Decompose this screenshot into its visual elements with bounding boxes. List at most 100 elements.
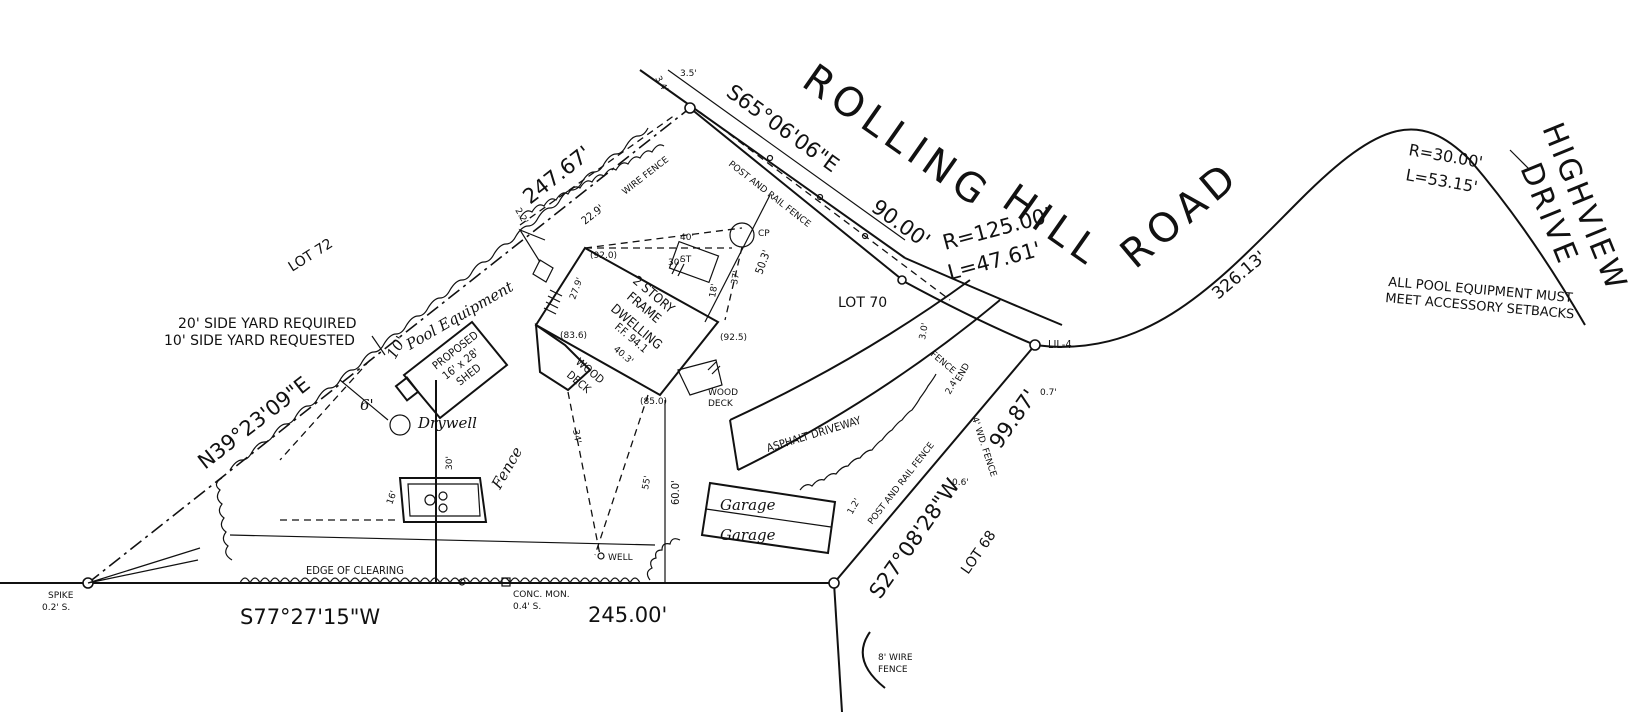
west-boundary-line bbox=[87, 107, 691, 584]
tree-line-top-north bbox=[519, 144, 665, 219]
dwelling bbox=[518, 194, 771, 583]
proposed-shed bbox=[389, 320, 509, 436]
tree-line-south bbox=[239, 577, 641, 585]
driveway-edge-lower bbox=[737, 299, 1001, 471]
tree-line-west-interior bbox=[215, 477, 233, 561]
edge-clearing-label: EDGE OF CLEARING bbox=[306, 564, 404, 577]
dim-18-label: 18' bbox=[708, 283, 720, 298]
dim-3-4-label: 3.4' bbox=[652, 75, 669, 95]
road-edge-upper bbox=[639, 69, 906, 259]
dim-40-label: 40' bbox=[680, 233, 694, 243]
well-point bbox=[597, 552, 605, 560]
dwelling-wing bbox=[518, 228, 546, 263]
road-edge-far bbox=[667, 69, 906, 241]
pool-circle bbox=[424, 494, 436, 506]
dim-60-label: 60.0' bbox=[669, 480, 682, 505]
clearing-line bbox=[229, 534, 656, 546]
lot-68: LOT 68 bbox=[958, 528, 999, 577]
wood-deck-2-outline bbox=[677, 359, 723, 396]
dim-cp-down bbox=[724, 246, 743, 321]
bearing-front-dist: 90.00' bbox=[867, 195, 934, 253]
east-boundary-line bbox=[833, 344, 1036, 584]
dwelling-notch-1 bbox=[532, 259, 554, 283]
dim-40 bbox=[584, 227, 743, 249]
dim-30b-label: 30' bbox=[445, 456, 455, 470]
tree-line-garage-south bbox=[646, 538, 681, 581]
conc-mon-label: CONC. MON. bbox=[513, 590, 570, 600]
pool-circle-3 bbox=[438, 503, 448, 513]
elev-85-0: (85.0) bbox=[640, 397, 667, 407]
dim-16-label: 16' bbox=[385, 490, 399, 507]
pool-inner bbox=[407, 483, 481, 517]
dim-3-0-label: 3.0' bbox=[918, 322, 931, 340]
elev-92-5: (92.5) bbox=[720, 333, 747, 343]
elev-83-6: (83.6) bbox=[560, 331, 587, 341]
wood-deck-1-outline bbox=[534, 322, 592, 392]
dim-22-9: 22.9' bbox=[579, 202, 607, 227]
dim-34 bbox=[567, 391, 601, 556]
dim-2-2-label: 2.2' bbox=[512, 207, 529, 227]
post-rail-fence-front bbox=[699, 111, 951, 301]
conc-mon-offset: 0.4' S. bbox=[513, 602, 541, 612]
road-edge-upper-arc bbox=[904, 257, 1063, 326]
dim-1-2-label: 1.2' bbox=[846, 497, 863, 517]
curve-length: L=53.15' bbox=[1404, 165, 1479, 196]
arc-point bbox=[897, 275, 907, 285]
shed-outline bbox=[402, 320, 509, 420]
dim-27-9-label: 27.9' bbox=[568, 276, 585, 301]
dim-50 bbox=[704, 194, 771, 323]
lot68-line bbox=[833, 582, 843, 713]
inner-setback-dash bbox=[279, 359, 371, 461]
front-boundary-line bbox=[689, 107, 906, 283]
wire-fence-arc bbox=[861, 631, 886, 689]
well-label: WELL bbox=[608, 553, 633, 563]
conc-mon-point bbox=[501, 577, 511, 587]
hand-fence: Fence bbox=[487, 444, 526, 493]
roads bbox=[639, 69, 1586, 348]
dim-50-3-label: 50.3' bbox=[753, 248, 774, 276]
cp-label: CP bbox=[758, 229, 770, 239]
highview-drive-edge bbox=[1469, 159, 1586, 326]
garage-outline bbox=[700, 481, 837, 555]
driveway-end bbox=[729, 419, 739, 471]
side-yard-requested: 10' SIDE YARD REQUESTED bbox=[164, 333, 355, 349]
drywell-leader bbox=[339, 379, 389, 421]
wire-fence-8b-label: FENCE bbox=[878, 665, 908, 675]
bearing-south: S77°27'15"W bbox=[240, 605, 380, 629]
nw-corner-point bbox=[684, 102, 696, 114]
wire-fence-8-label: 8' WIRE bbox=[878, 653, 913, 663]
lil4-point bbox=[1029, 339, 1041, 351]
spike-label: SPIKE bbox=[48, 591, 74, 601]
front-arc-line bbox=[904, 281, 1036, 346]
cp-circle bbox=[729, 222, 755, 248]
road-road: ROAD bbox=[1112, 152, 1249, 278]
hand-drywell: Drywell bbox=[417, 414, 477, 432]
se-corner-point bbox=[828, 577, 840, 589]
road-rolling: ROLLING bbox=[794, 56, 999, 219]
fence-label: FENCE bbox=[928, 350, 957, 377]
pool-outline bbox=[398, 477, 488, 523]
spike-offset: 0.2' S. bbox=[42, 603, 70, 613]
tree-line-driveway bbox=[799, 373, 937, 491]
bearing-west: N39°23'09"E bbox=[193, 372, 314, 474]
side-yard-required: 20' SIDE YARD REQUIRED bbox=[178, 316, 357, 332]
st-label: ST bbox=[680, 255, 692, 265]
garage bbox=[700, 481, 837, 555]
dwelling-footprint bbox=[534, 246, 720, 397]
lot-72: LOT 72 bbox=[286, 236, 336, 276]
drywell-circle bbox=[389, 414, 411, 436]
road-curve-326 bbox=[1034, 128, 1471, 348]
post-rail-fence-label: POST AND RAIL FENCE bbox=[726, 159, 812, 230]
wood-deck-2a: WOOD bbox=[708, 388, 738, 398]
dim-0-7-label: 0.7' bbox=[1040, 388, 1057, 398]
pool-equipment-box bbox=[394, 376, 420, 402]
road-dist: 326.13' bbox=[1208, 247, 1270, 304]
curve-tick bbox=[1509, 149, 1531, 171]
stairs bbox=[543, 261, 721, 375]
wood-deck-2b: DECK bbox=[708, 399, 734, 409]
tree-line-west-upper bbox=[229, 127, 649, 471]
bearing-east: S27°08'28"W bbox=[864, 474, 964, 603]
survey-points bbox=[82, 102, 1041, 589]
hand-garage-1: Garage bbox=[720, 496, 776, 514]
